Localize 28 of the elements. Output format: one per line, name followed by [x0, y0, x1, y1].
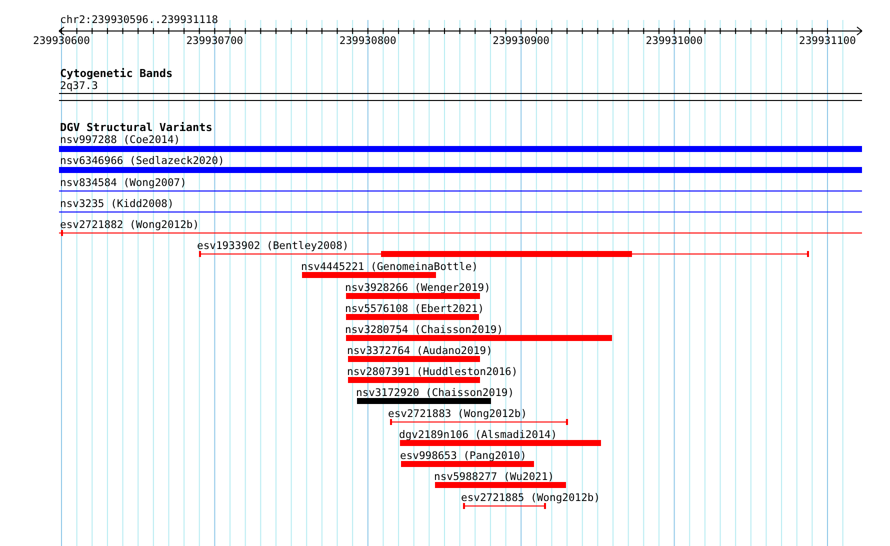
variant-label: nsv5988277 (Wu2021): [434, 471, 554, 483]
variant-label: nsv3235 (Kidd2008): [60, 198, 174, 210]
variant-label: esv1933902 (Bentley2008): [197, 240, 349, 252]
track-heading: Cytogenetic Bands: [60, 68, 173, 80]
variant-label: nsv3172920 (Chaisson2019): [356, 387, 514, 399]
variant-label: esv998653 (Pang2010): [400, 450, 526, 462]
tick-label: 239930900: [492, 35, 550, 47]
variant-label: nsv3280754 (Chaisson2019): [345, 324, 504, 336]
locus-title: chr2:239930596..239931118: [60, 14, 218, 26]
track-heading: DGV Structural Variants: [60, 122, 212, 134]
tick-label: 239930800: [339, 35, 396, 47]
variant-label: nsv2807391 (Huddleston2016): [347, 366, 518, 378]
variant-label: nsv6346966 (Sedlazeck2020): [60, 155, 224, 167]
variant-label: nsv5576108 (Ebert2021): [345, 303, 484, 315]
variant-label: nsv4445221 (GenomeinaBottle): [301, 261, 478, 273]
variant-label: esv2721885 (Wong2012b): [461, 492, 600, 504]
tick-label: 239931100: [799, 35, 856, 47]
cytoband-label: 2q37.3: [60, 80, 98, 92]
variant-label: dgv2189n106 (Alsmadi2014): [399, 429, 558, 441]
variant-label: esv2721883 (Wong2012b): [388, 408, 528, 420]
variant-label: nsv997288 (Coe2014): [60, 134, 180, 146]
variant-label: nsv834584 (Wong2007): [60, 177, 186, 189]
variant-label: nsv3928266 (Wenger2019): [345, 282, 490, 294]
variant-label: nsv3372764 (Audano2019): [347, 345, 492, 357]
tick-label: 239930600: [33, 35, 90, 47]
tick-label: 239930700: [186, 35, 244, 47]
variant-label: esv2721882 (Wong2012b): [60, 219, 200, 231]
tick-label: 239931000: [646, 35, 703, 47]
